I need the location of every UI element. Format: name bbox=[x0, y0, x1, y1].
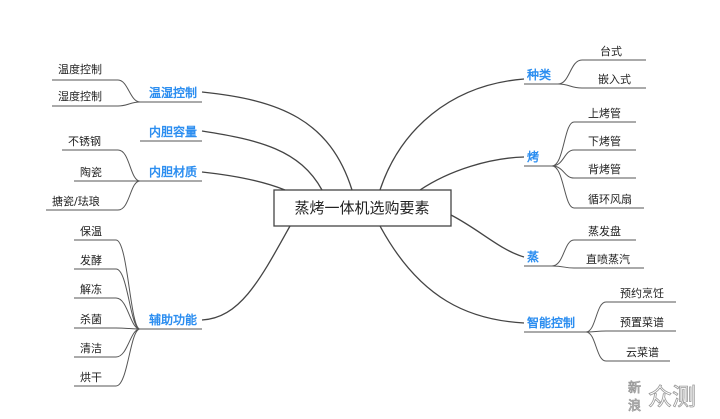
edge-root-zheng bbox=[450, 214, 525, 258]
leaf-fuzhu-1: 发酵 bbox=[80, 253, 102, 267]
branch-zheng-label: 蒸 bbox=[527, 249, 539, 264]
leaf-fuzhu-2: 解冻 bbox=[80, 282, 102, 296]
leaf-zhonglei-1: 嵌入式 bbox=[598, 73, 631, 86]
branch-wenshi-label: 温湿控制 bbox=[149, 85, 197, 100]
leaf-kao-2: 背烤管 bbox=[588, 162, 621, 176]
leaf-wenshi-0: 温度控制 bbox=[58, 62, 102, 76]
branch-zhonglei-fork bbox=[557, 59, 583, 89]
branch-kao-fork bbox=[551, 121, 575, 209]
edge-root-rongliang bbox=[201, 130, 323, 191]
watermark-line2: 浪 bbox=[628, 399, 641, 414]
branch-zhonglei-label: 种类 bbox=[526, 67, 552, 82]
leaf-zheng-0: 蒸发盘 bbox=[588, 224, 621, 238]
branch-zhineng-fork bbox=[585, 301, 607, 362]
root-node-label: 蒸烤一体机选购要素 bbox=[294, 199, 429, 217]
branch-caizhi-label: 内胆材质 bbox=[149, 164, 197, 179]
leaf-fuzhu-4: 清洁 bbox=[80, 342, 102, 355]
branch-wenshi-fork bbox=[117, 79, 141, 107]
branch-fuzhu-label: 辅助功能 bbox=[149, 312, 197, 327]
leaf-zhineng-2: 云菜谱 bbox=[626, 345, 659, 359]
leaf-caizhi-2: 搪瓷/珐琅 bbox=[52, 194, 100, 208]
leaf-zhineng-1: 预置菜谱 bbox=[620, 315, 664, 329]
edge-root-caizhi bbox=[201, 171, 286, 191]
leaf-kao-1: 下烤管 bbox=[588, 134, 621, 148]
branch-caizhi-fork bbox=[117, 149, 141, 211]
leaf-wenshi-1: 湿度控制 bbox=[58, 89, 102, 103]
leaf-kao-0: 上烤管 bbox=[588, 106, 621, 120]
branch-zheng-fork bbox=[551, 239, 575, 269]
leaf-zheng-1: 直喷蒸汽 bbox=[586, 252, 630, 266]
leaf-zhineng-0: 预约烹饪 bbox=[620, 286, 664, 300]
edge-root-zhonglei bbox=[379, 78, 525, 191]
edge-root-zhineng bbox=[379, 225, 525, 324]
watermark-brand: 众测 bbox=[648, 383, 696, 411]
leaf-caizhi-0: 不锈钢 bbox=[68, 135, 101, 148]
leaf-kao-3: 循环风扇 bbox=[588, 192, 632, 206]
edge-root-fuzhu bbox=[201, 225, 291, 321]
branch-fuzhu-fork bbox=[115, 239, 141, 387]
edge-root-wenshi bbox=[201, 91, 353, 191]
leaf-zhonglei-0: 台式 bbox=[600, 44, 622, 58]
leaf-fuzhu-5: 烘干 bbox=[80, 370, 102, 384]
leaf-fuzhu-3: 杀菌 bbox=[80, 312, 102, 326]
leaf-fuzhu-0: 保温 bbox=[80, 224, 102, 238]
branch-zhineng-label: 智能控制 bbox=[526, 315, 575, 330]
root-node-box bbox=[273, 189, 452, 227]
branch-kao-label: 烤 bbox=[527, 149, 539, 164]
watermark-line1: 新 bbox=[628, 380, 641, 396]
leaf-caizhi-1: 陶瓷 bbox=[80, 165, 102, 179]
watermark-logo: 新 浪 众测 bbox=[628, 380, 697, 415]
branch-rongliang-label: 内胆容量 bbox=[149, 124, 197, 139]
edge-root-kao bbox=[419, 156, 525, 191]
